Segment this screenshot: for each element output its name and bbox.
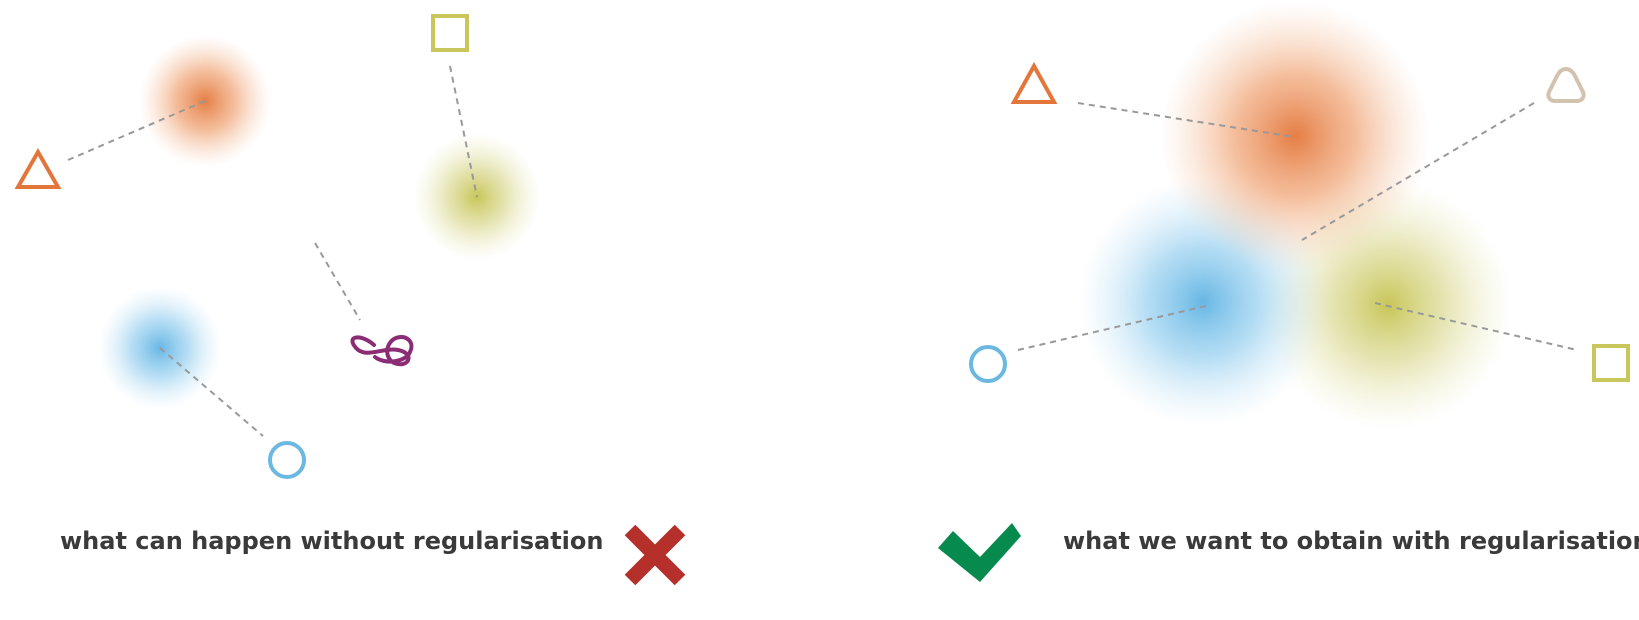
- right-panel: [969, 1, 1630, 430]
- triangle-icon: [14, 147, 62, 189]
- circle-icon: [969, 345, 1007, 383]
- square-icon: [1592, 344, 1630, 382]
- curve-link: [314, 242, 361, 321]
- caption-without-regularisation: what can happen without regularisation: [60, 527, 604, 555]
- circle-link: [159, 347, 264, 437]
- caption-with-regularisation: what we want to obtain with regularisati…: [1063, 527, 1639, 555]
- circle-icon: [268, 441, 306, 479]
- rounded-triangle-icon: [1546, 66, 1586, 103]
- rounded-triangle-link: [1301, 102, 1535, 241]
- tangled-curve-icon: [350, 335, 414, 367]
- triangle-link: [1077, 102, 1296, 138]
- check-mark-icon: [938, 523, 1021, 582]
- square-link: [449, 65, 478, 198]
- triangle-link: [67, 100, 206, 161]
- square-icon: [431, 14, 469, 52]
- orange-cluster: [1160, 1, 1430, 271]
- left-panel: [14, 14, 541, 479]
- triangle-icon: [1010, 61, 1058, 104]
- orange-cluster: [139, 35, 271, 167]
- cross-mark-icon: [624, 524, 686, 586]
- square-link: [1374, 302, 1578, 351]
